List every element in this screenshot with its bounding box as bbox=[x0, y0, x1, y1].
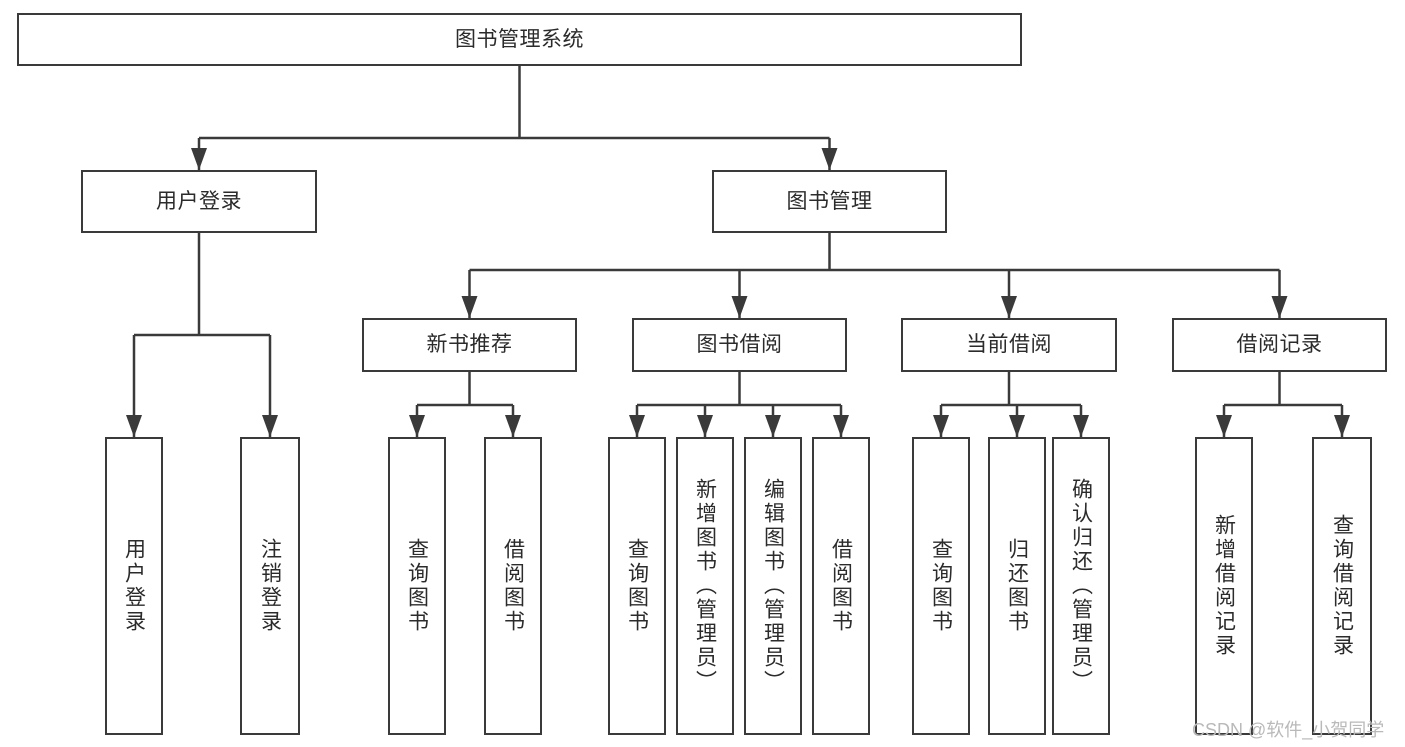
arrowhead-records bbox=[1271, 296, 1288, 318]
arrowhead-leaf-current-return bbox=[1009, 415, 1025, 437]
node-label-leaf-borrow-edit: 编辑图书（管理员） bbox=[761, 478, 785, 694]
arrowhead-leaf-borrow-edit bbox=[765, 415, 781, 437]
node-label-leaf-newbook-borrow: 借阅图书 bbox=[501, 538, 525, 634]
arrowhead-leaf-user-logout bbox=[262, 415, 278, 437]
node-leaf-records-add[interactable]: 新增借阅记录 bbox=[1195, 437, 1253, 735]
node-leaf-borrow-edit[interactable]: 编辑图书（管理员） bbox=[744, 437, 802, 735]
node-leaf-current-query[interactable]: 查询图书 bbox=[912, 437, 970, 735]
node-login[interactable]: 用户登录 bbox=[81, 170, 317, 233]
arrowhead-leaf-borrow-lend bbox=[833, 415, 849, 437]
node-label-root: 图书管理系统 bbox=[455, 27, 584, 51]
node-label-borrow: 图书借阅 bbox=[696, 333, 783, 357]
node-records[interactable]: 借阅记录 bbox=[1172, 318, 1387, 372]
node-label-login: 用户登录 bbox=[156, 189, 242, 213]
node-label-leaf-user-logout: 注销登录 bbox=[258, 538, 282, 634]
node-label-current: 当前借阅 bbox=[966, 333, 1052, 357]
arrowhead-leaf-current-confirm bbox=[1073, 415, 1089, 437]
node-label-leaf-borrow-lend: 借阅图书 bbox=[829, 538, 853, 634]
node-leaf-newbook-borrow[interactable]: 借阅图书 bbox=[484, 437, 542, 735]
node-label-leaf-current-query: 查询图书 bbox=[929, 538, 953, 634]
node-newbook[interactable]: 新书推荐 bbox=[362, 318, 577, 372]
arrowhead-newbook bbox=[461, 296, 478, 318]
arrowhead-leaf-records-query bbox=[1334, 415, 1350, 437]
node-root[interactable]: 图书管理系统 bbox=[17, 13, 1022, 66]
node-label-newbook: 新书推荐 bbox=[426, 333, 513, 357]
arrowhead-leaf-records-add bbox=[1216, 415, 1232, 437]
node-current[interactable]: 当前借阅 bbox=[901, 318, 1117, 372]
node-bookmgmt[interactable]: 图书管理 bbox=[712, 170, 947, 233]
arrowhead-leaf-user-login bbox=[126, 415, 142, 437]
node-label-leaf-user-login: 用户登录 bbox=[122, 538, 146, 634]
node-leaf-current-return[interactable]: 归还图书 bbox=[988, 437, 1046, 735]
node-label-leaf-borrow-query: 查询图书 bbox=[625, 538, 649, 634]
arrowhead-leaf-borrow-query bbox=[629, 415, 645, 437]
node-label-leaf-newbook-query: 查询图书 bbox=[405, 538, 429, 634]
node-label-leaf-borrow-add: 新增图书（管理员） bbox=[693, 478, 717, 694]
node-leaf-current-confirm[interactable]: 确认归还（管理员） bbox=[1052, 437, 1110, 735]
arrowhead-bookmgmt bbox=[821, 148, 838, 170]
node-label-leaf-records-add: 新增借阅记录 bbox=[1212, 514, 1236, 658]
node-leaf-borrow-add[interactable]: 新增图书（管理员） bbox=[676, 437, 734, 735]
node-label-leaf-current-confirm: 确认归还（管理员） bbox=[1069, 478, 1093, 694]
arrowhead-leaf-newbook-query bbox=[409, 415, 425, 437]
node-borrow[interactable]: 图书借阅 bbox=[632, 318, 847, 372]
arrowhead-login bbox=[191, 148, 207, 170]
arrowhead-leaf-newbook-borrow bbox=[505, 415, 521, 437]
node-label-bookmgmt: 图书管理 bbox=[786, 189, 873, 213]
arrowhead-leaf-current-query bbox=[933, 415, 949, 437]
watermark: CSDN @软件_小贺同学 bbox=[1192, 720, 1385, 740]
node-leaf-user-login[interactable]: 用户登录 bbox=[105, 437, 163, 735]
node-leaf-records-query[interactable]: 查询借阅记录 bbox=[1312, 437, 1372, 735]
arrowhead-leaf-borrow-add bbox=[697, 415, 713, 437]
node-leaf-user-logout[interactable]: 注销登录 bbox=[240, 437, 300, 735]
arrowhead-current bbox=[1001, 296, 1017, 318]
arrowhead-borrow bbox=[731, 296, 748, 318]
node-label-leaf-records-query: 查询借阅记录 bbox=[1330, 514, 1354, 658]
node-leaf-newbook-query[interactable]: 查询图书 bbox=[388, 437, 446, 735]
node-leaf-borrow-lend[interactable]: 借阅图书 bbox=[812, 437, 870, 735]
node-leaf-borrow-query[interactable]: 查询图书 bbox=[608, 437, 666, 735]
node-label-leaf-current-return: 归还图书 bbox=[1005, 538, 1029, 634]
node-label-records: 借阅记录 bbox=[1236, 333, 1323, 357]
